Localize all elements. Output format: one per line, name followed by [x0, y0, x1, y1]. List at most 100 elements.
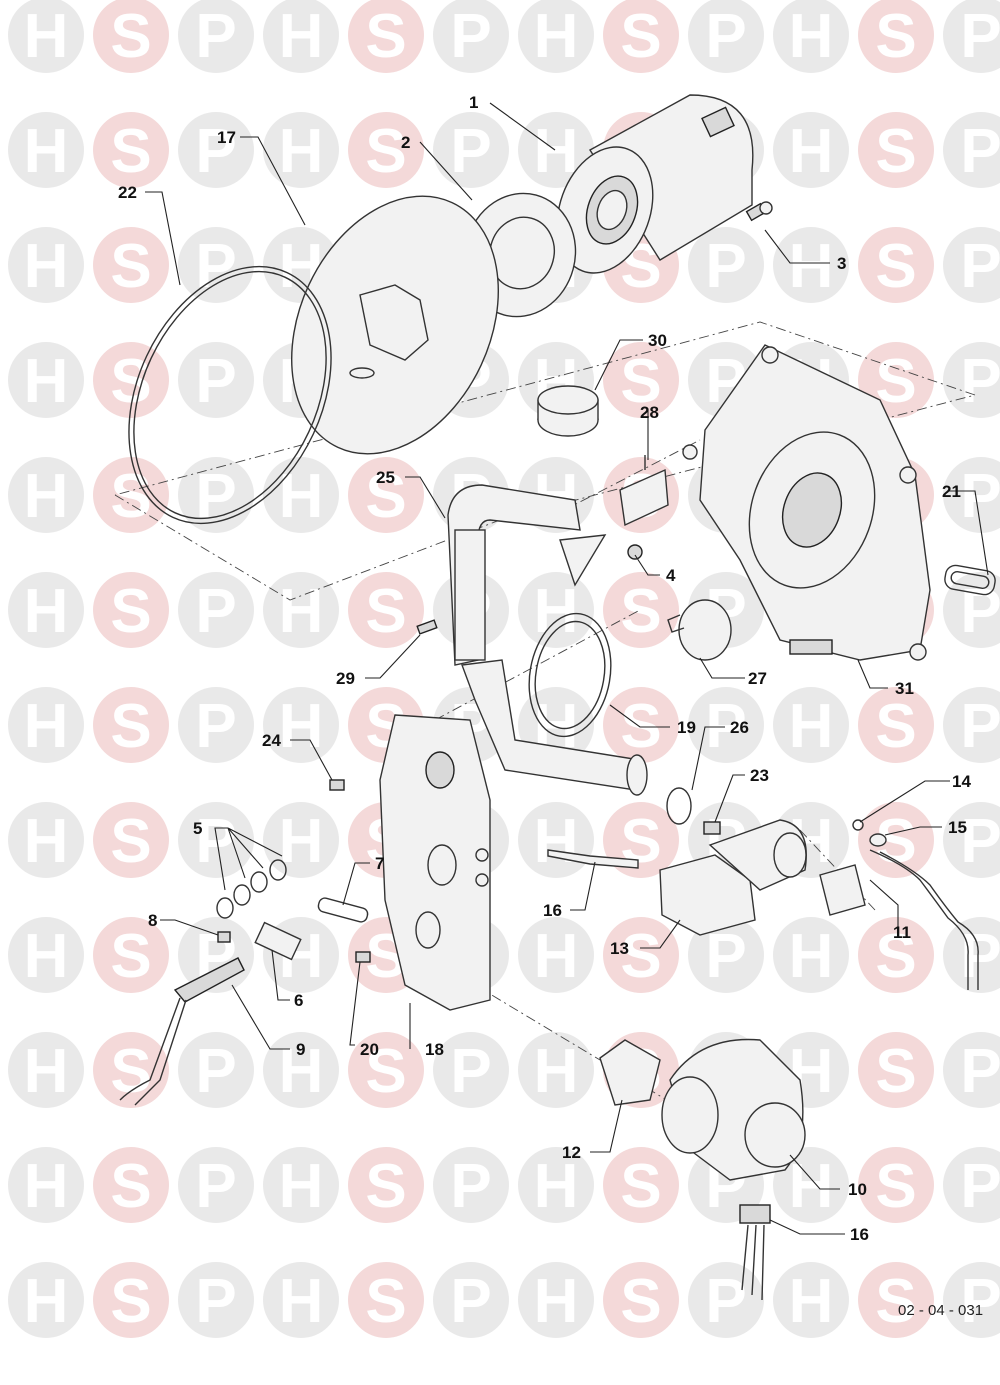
watermark-circle — [348, 572, 424, 648]
watermark-circle — [348, 1147, 424, 1223]
watermark-circle — [943, 572, 1000, 648]
watermark-circle — [773, 1262, 849, 1338]
callout-27: 27 — [748, 669, 767, 688]
screw-part-24 — [329, 779, 345, 791]
watermark-circle — [263, 112, 339, 188]
watermark-letter: H — [534, 117, 579, 186]
watermark-circle — [433, 0, 509, 73]
watermark-letter: H — [279, 692, 324, 761]
watermark-letter: P — [195, 1267, 236, 1336]
watermark-letter: P — [960, 2, 1000, 71]
watermark-letter: P — [195, 807, 236, 876]
gasket-ring-part-19 — [528, 612, 612, 738]
watermark-circle — [8, 457, 84, 533]
watermark-letter: S — [875, 2, 916, 71]
watermark-letter: S — [620, 922, 661, 991]
watermark-letter: S — [875, 922, 916, 991]
watermark-letter: S — [365, 1037, 406, 1106]
watermark-letter: P — [195, 462, 236, 531]
watermark-circle — [943, 1262, 1000, 1338]
watermark-letter: S — [110, 462, 151, 531]
watermark-circle — [773, 227, 849, 303]
watermark-circle — [8, 1262, 84, 1338]
watermark-letter: P — [195, 692, 236, 761]
watermark-letter: P — [195, 577, 236, 646]
watermark-letter: S — [365, 462, 406, 531]
watermark-letter: S — [875, 692, 916, 761]
callout-9: 9 — [296, 1040, 305, 1059]
watermark-circle — [943, 342, 1000, 418]
watermark-letter: H — [279, 117, 324, 186]
callout-16-connector: 16 — [850, 1225, 869, 1244]
watermark-circle — [688, 687, 764, 763]
watermark-letter: S — [365, 2, 406, 71]
ignition-lead-part-9 — [119, 957, 245, 1106]
watermark-circle — [348, 1262, 424, 1338]
watermark-circle — [858, 112, 934, 188]
callout-17: 17 — [217, 128, 236, 147]
watermark-circle — [518, 1262, 594, 1338]
callout-22: 22 — [118, 183, 137, 202]
nut-part-4 — [627, 544, 643, 560]
watermark-letter: S — [110, 807, 151, 876]
watermark-circle — [943, 1147, 1000, 1223]
watermark-letter: H — [279, 807, 324, 876]
watermark-letter: H — [24, 577, 69, 646]
flange-part-11 — [819, 864, 866, 916]
watermark-circle — [773, 112, 849, 188]
watermark-circle — [263, 687, 339, 763]
watermark-letter: H — [279, 1152, 324, 1221]
watermark-circle — [8, 0, 84, 73]
watermark-circle — [773, 687, 849, 763]
callout-23: 23 — [750, 766, 769, 785]
watermark-letter: P — [450, 1152, 491, 1221]
electrode-holder-part-6 — [217, 921, 302, 961]
watermark-letter: S — [110, 692, 151, 761]
watermark-circle — [858, 1147, 934, 1223]
electrode-part-16 — [547, 849, 639, 869]
watermark-letter: P — [705, 922, 746, 991]
watermark-letter: P — [960, 1267, 1000, 1336]
callout-7: 7 — [375, 854, 384, 873]
watermark-letter: S — [875, 232, 916, 301]
watermark-circle — [518, 0, 594, 73]
watermark-circle — [773, 1147, 849, 1223]
watermark-letter: P — [960, 1152, 1000, 1221]
watermark-circle — [433, 1147, 509, 1223]
watermark-circle — [943, 112, 1000, 188]
watermark-letter: S — [365, 117, 406, 186]
callout-10: 10 — [848, 1180, 867, 1199]
watermark-letter: S — [620, 577, 661, 646]
callout-30: 30 — [648, 331, 667, 350]
watermark-letter: H — [534, 807, 579, 876]
watermark-circle — [348, 457, 424, 533]
watermark-circle — [8, 1032, 84, 1108]
callout-3: 3 — [837, 254, 846, 273]
callout-18: 18 — [425, 1040, 444, 1059]
watermark-circle — [178, 802, 254, 878]
watermark-circle — [178, 1147, 254, 1223]
watermark-letter: P — [195, 347, 236, 416]
watermark-circle — [263, 0, 339, 73]
watermark-letter: P — [195, 2, 236, 71]
watermark-circle — [603, 687, 679, 763]
watermark-letter: S — [620, 1267, 661, 1336]
watermark-circle — [263, 457, 339, 533]
watermark-letter: H — [279, 462, 324, 531]
watermark-circle — [518, 917, 594, 993]
watermark-letter: H — [534, 1267, 579, 1336]
watermark-circle — [8, 1147, 84, 1223]
watermark-circle — [8, 687, 84, 763]
watermark-circle — [688, 227, 764, 303]
callout-5: 5 — [193, 819, 202, 838]
watermark-letter: H — [24, 807, 69, 876]
watermark-letter: H — [534, 922, 579, 991]
watermark-letter: P — [450, 1267, 491, 1336]
watermark-circle — [433, 112, 509, 188]
watermark-circle — [348, 1032, 424, 1108]
watermark-letter: S — [110, 2, 151, 71]
watermark-circle — [93, 1032, 169, 1108]
watermark-circle — [518, 1032, 594, 1108]
watermark-circle — [93, 1147, 169, 1223]
watermark-circle — [8, 227, 84, 303]
